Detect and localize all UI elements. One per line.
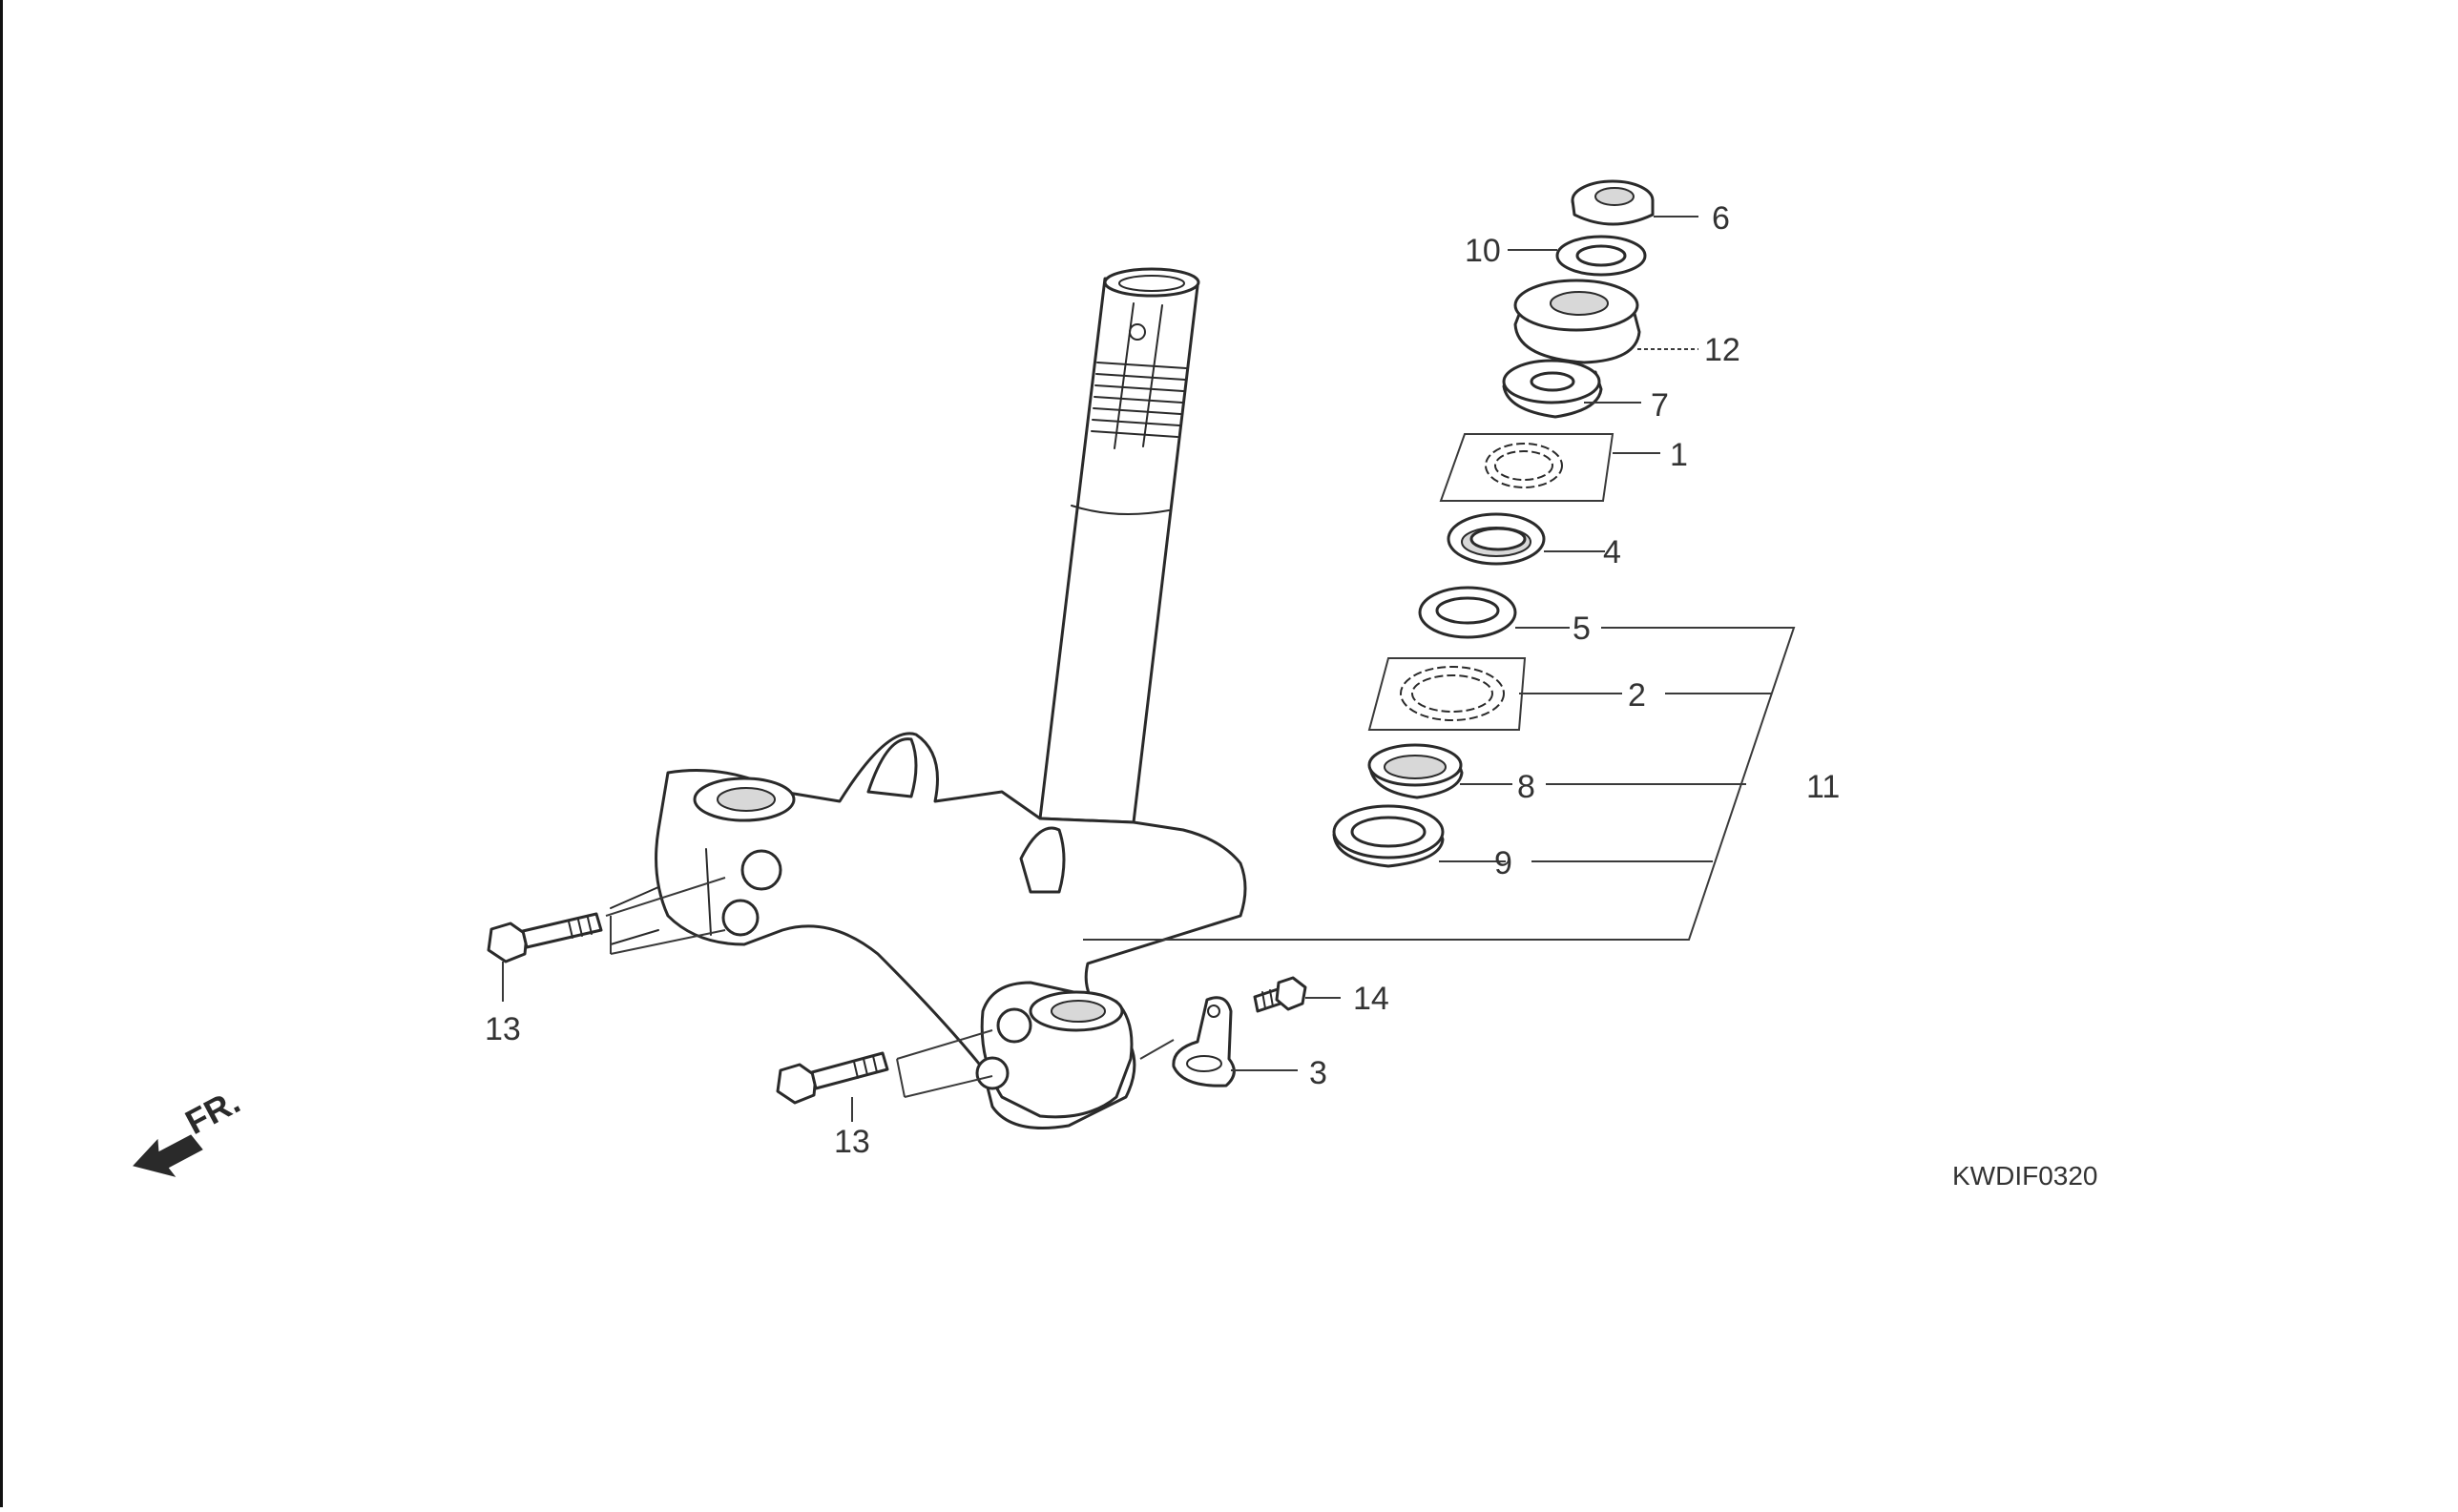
callout-1: 1 <box>1670 437 1688 473</box>
callout-7: 7 <box>1651 387 1669 424</box>
front-label: FR. <box>179 1082 246 1142</box>
flange-bolt-part-14 <box>1253 976 1307 1013</box>
right-clamp-bolt-hole-lower <box>975 1056 1010 1090</box>
part-12-adjusting-nut <box>1513 279 1641 364</box>
bolt-shank-left <box>521 912 603 949</box>
callout-13-right: 13 <box>834 1124 870 1160</box>
part-5-bottom-ball-race <box>1418 586 1517 639</box>
bolt-shank-right <box>810 1051 889 1090</box>
left-clamp-split <box>705 848 712 936</box>
part-9-dust-seal <box>1332 804 1445 868</box>
bolt-head-left <box>487 922 529 963</box>
callout-12: 12 <box>1704 332 1740 368</box>
left-clamp-bolt-hole-lower <box>721 899 760 937</box>
diagram-code: KWDIF0320 <box>1952 1161 2098 1191</box>
stem-threads <box>1091 362 1187 438</box>
stem-tube <box>1038 277 1199 824</box>
left-clamp-bolt-hole-upper <box>740 849 782 891</box>
part-8-bottom-cone-race <box>1367 743 1464 799</box>
part-4-top-ball-race <box>1447 512 1546 566</box>
stopper-left <box>866 737 918 798</box>
clamp-bolt-left <box>487 886 659 963</box>
callout-2: 2 <box>1628 677 1646 714</box>
callout-13-left: 13 <box>485 1011 521 1047</box>
bolt-guide-left <box>605 877 726 955</box>
right-clamp-bolt-hole-upper <box>996 1007 1032 1044</box>
hose-clamp <box>1172 996 1236 1087</box>
callout-3: 3 <box>1309 1055 1327 1091</box>
left-clamp-bore-inner <box>717 787 776 812</box>
part-6-lock-nut <box>1571 179 1655 226</box>
front-direction-arrow-icon <box>133 1134 203 1177</box>
hose-clamp-guide <box>1139 1039 1175 1060</box>
right-clamp-bore-inner <box>1051 1000 1106 1023</box>
leader-lines <box>502 216 1796 1122</box>
part-7-top-cone-race <box>1502 359 1603 419</box>
callout-11: 11 <box>1806 769 1840 805</box>
bolt-head-right <box>776 1063 818 1105</box>
clamp-bolt-right <box>776 1051 889 1105</box>
part-2-lower-ball-retainer <box>1367 657 1527 731</box>
stopper-right <box>1019 826 1066 894</box>
part-1-upper-ball-retainer <box>1439 433 1614 502</box>
callout-6: 6 <box>1712 200 1730 237</box>
page-edge-rule <box>0 0 3 1507</box>
bolt-guide-right <box>896 1029 993 1098</box>
callout-9: 9 <box>1494 845 1512 881</box>
callout-10: 10 <box>1465 233 1501 269</box>
steering-stem-assembly <box>655 267 1247 1129</box>
front-direction-marker: FR. <box>133 1082 246 1177</box>
callout-8: 8 <box>1517 769 1535 805</box>
callout-14: 14 <box>1353 981 1389 1017</box>
callout-4: 4 <box>1603 534 1621 570</box>
stem-top-inner <box>1118 275 1185 292</box>
hose-clamp-part-3 <box>1139 996 1236 1087</box>
part-10-washer <box>1555 235 1647 277</box>
callout-labels: 6 10 12 7 1 4 5 2 8 11 9 14 3 13 13 <box>485 200 1840 1160</box>
callout-5: 5 <box>1573 611 1591 647</box>
stem-collar-line <box>1071 505 1170 515</box>
